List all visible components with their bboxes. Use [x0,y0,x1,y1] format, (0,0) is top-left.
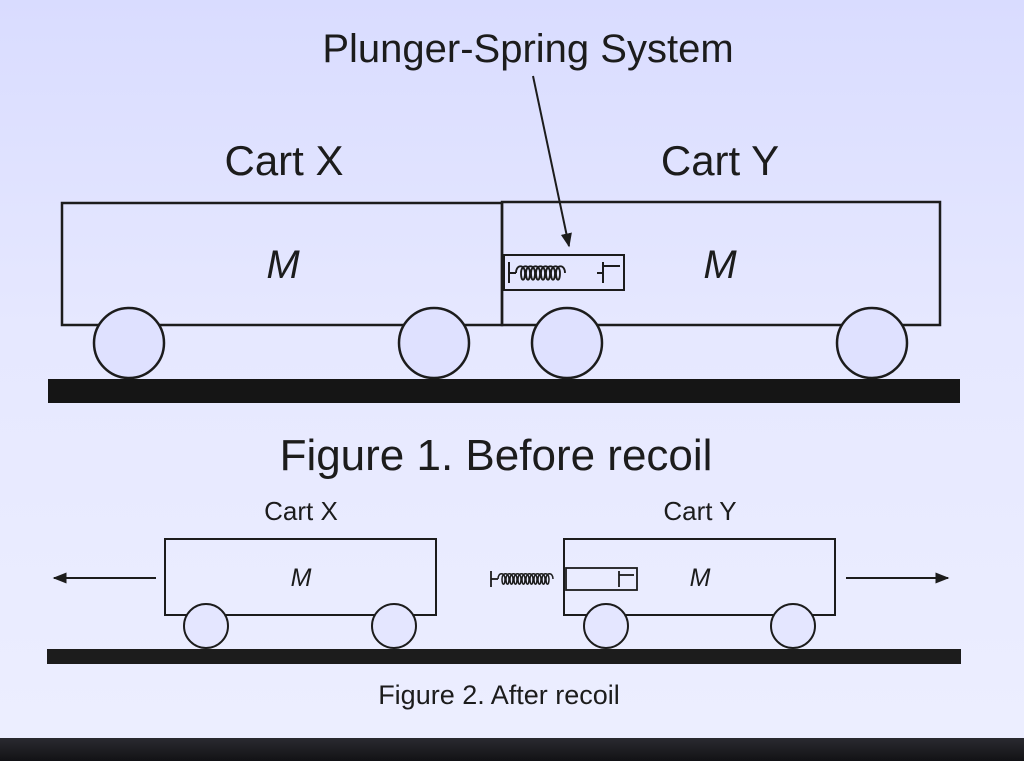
cart-x-mass: M [266,243,300,287]
cart-x-body-small [164,538,437,616]
spring-housing-small [565,567,638,591]
figure-1-caption: Figure 1. Before recoil [280,431,713,480]
cart-y-mass-small: M [690,564,711,592]
cart-y-body-small [563,538,836,616]
spring-coil [515,265,566,281]
extended-spring [490,567,638,591]
cart-y-body [500,200,942,327]
figure-2-caption: Figure 2. After recoil [378,680,620,710]
recoil-diagram: Plunger-Spring System Cart X Cart Y M M … [47,27,961,710]
cart-y-wheel-right [835,306,909,380]
compressed-spring [503,254,625,291]
cart-y-wheel-left-small [583,603,629,649]
callout-arrow [532,75,572,248]
cart-y-label-small: Cart Y [663,496,736,526]
cart-x-wheel-left [92,306,166,380]
track-1 [48,379,960,403]
cart-x-wheel-right-small [371,603,417,649]
plunger-spring-callout: Plunger-Spring System [322,27,733,71]
cart-y-wheel-left [530,306,604,380]
screen-bezel [0,738,1024,761]
figure-2: Cart X Cart Y M M Figure 2. After recoil [47,496,961,710]
diagram-screen: Plunger-Spring System Cart X Cart Y M M … [0,0,1024,738]
cart-x-wheel-left-small [183,603,229,649]
spring-housing [503,254,625,291]
spring-coil-small [497,573,554,585]
cart-x-mass-small: M [291,564,312,592]
track-2 [47,649,961,664]
figure-1: Plunger-Spring System Cart X Cart Y M M … [48,27,960,480]
cart-y-mass: M [703,243,737,287]
cart-x-wheel-right [397,306,471,380]
cart-x-label-small: Cart X [264,496,338,526]
cart-y-label: Cart Y [661,137,779,184]
cart-y-wheel-right-small [770,603,816,649]
cart-x-label: Cart X [224,137,343,184]
